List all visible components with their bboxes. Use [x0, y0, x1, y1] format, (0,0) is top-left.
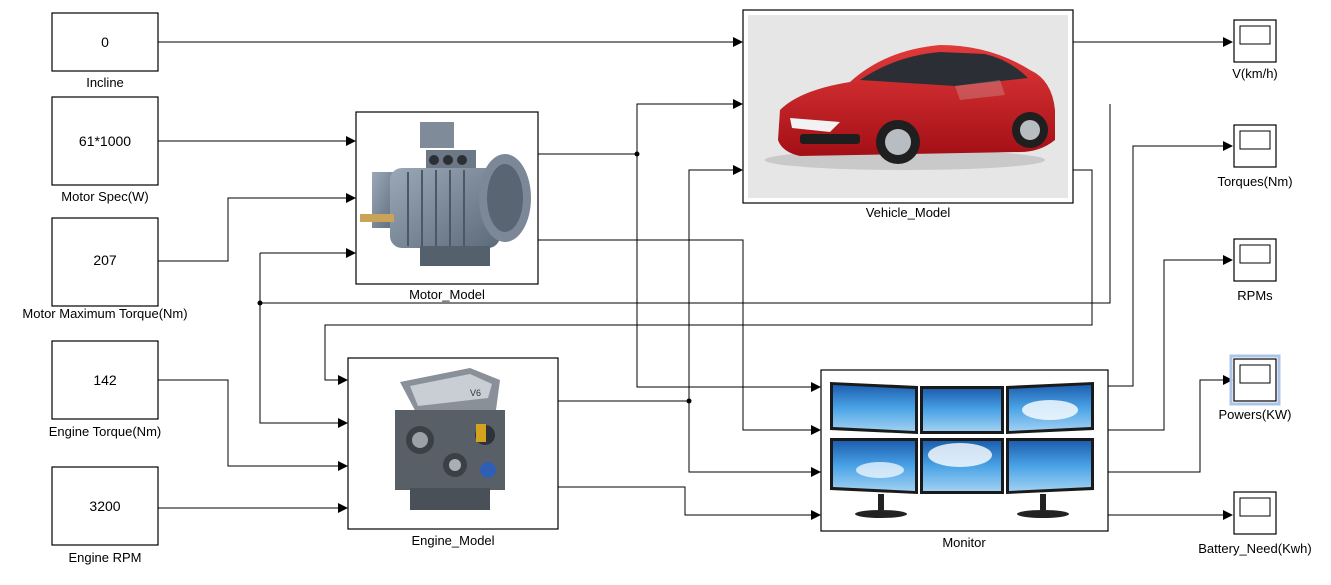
subsystem-monitor[interactable]: Monitor [820, 369, 1109, 550]
arrowheads [338, 37, 1233, 520]
subsystem-engine-model[interactable]: V6 Engine_Model [347, 357, 559, 548]
constant-value: 3200 [89, 498, 120, 514]
constant-block-motor-max-torque[interactable]: 207 Motor Maximum Torque(Nm) [22, 217, 188, 321]
wire [636, 154, 811, 388]
wire [1108, 379, 1223, 473]
block-label: Monitor [942, 535, 986, 550]
scope-velocity[interactable]: V(km/h) [1232, 19, 1278, 81]
constant-block-engine-rpm[interactable]: 3200 Engine RPM [51, 466, 159, 565]
subsystem-motor-model[interactable]: Motor_Model [355, 111, 539, 302]
block-label: Torques(Nm) [1217, 174, 1292, 189]
constant-value: 61*1000 [79, 133, 131, 149]
junction-dot [257, 300, 263, 306]
wire [688, 169, 733, 401]
block-label: Engine Torque(Nm) [49, 424, 161, 439]
multi-monitor-icon [830, 382, 1094, 518]
block-label: Vehicle_Model [866, 205, 951, 220]
wire [158, 197, 346, 262]
junction-dot [634, 151, 640, 157]
constant-block-motor-spec[interactable]: 61*1000 Motor Spec(W) [51, 96, 159, 204]
block-label: Motor Spec(W) [61, 189, 148, 204]
electric-motor-icon [360, 122, 531, 266]
constant-value: 0 [101, 34, 109, 50]
scope-battery-need[interactable]: Battery_Need(Kwh) [1198, 491, 1312, 556]
constant-value: 207 [93, 252, 117, 268]
wire [636, 103, 733, 154]
wire [324, 169, 1093, 381]
scope-powers[interactable]: Powers(KW) [1219, 354, 1292, 422]
constant-value: 142 [93, 372, 117, 388]
block-label: Battery_Need(Kwh) [1198, 541, 1311, 556]
wire [260, 104, 1111, 304]
wire [538, 239, 811, 431]
scope-torques[interactable]: Torques(Nm) [1217, 124, 1293, 189]
block-label: RPMs [1237, 288, 1273, 303]
constant-block-engine-torque[interactable]: 142 Engine Torque(Nm) [49, 340, 161, 439]
wire [1108, 145, 1223, 387]
block-label: Incline [86, 75, 124, 90]
selection-highlight [1229, 354, 1281, 406]
block-label: Powers(KW) [1219, 407, 1292, 422]
wire [158, 379, 338, 467]
wires [158, 37, 1233, 520]
block-label: Motor Maximum Torque(Nm) [22, 306, 187, 321]
wire [558, 486, 811, 516]
block-label: Motor_Model [409, 287, 485, 302]
car-engine-icon: V6 [395, 368, 505, 510]
junction-dot [686, 398, 692, 404]
wire [688, 401, 811, 473]
wire [259, 253, 338, 424]
block-label: V(km/h) [1232, 66, 1278, 81]
svg-text:V6: V6 [470, 388, 481, 398]
wire [1108, 259, 1223, 431]
scope-rpms[interactable]: RPMs [1233, 238, 1277, 303]
red-car-icon [765, 45, 1055, 170]
block-label: Engine_Model [411, 533, 494, 548]
block-label: Engine RPM [69, 550, 142, 565]
subsystem-vehicle-model[interactable]: Vehicle_Model [742, 9, 1074, 220]
constant-block-incline[interactable]: 0 Incline [51, 12, 159, 90]
